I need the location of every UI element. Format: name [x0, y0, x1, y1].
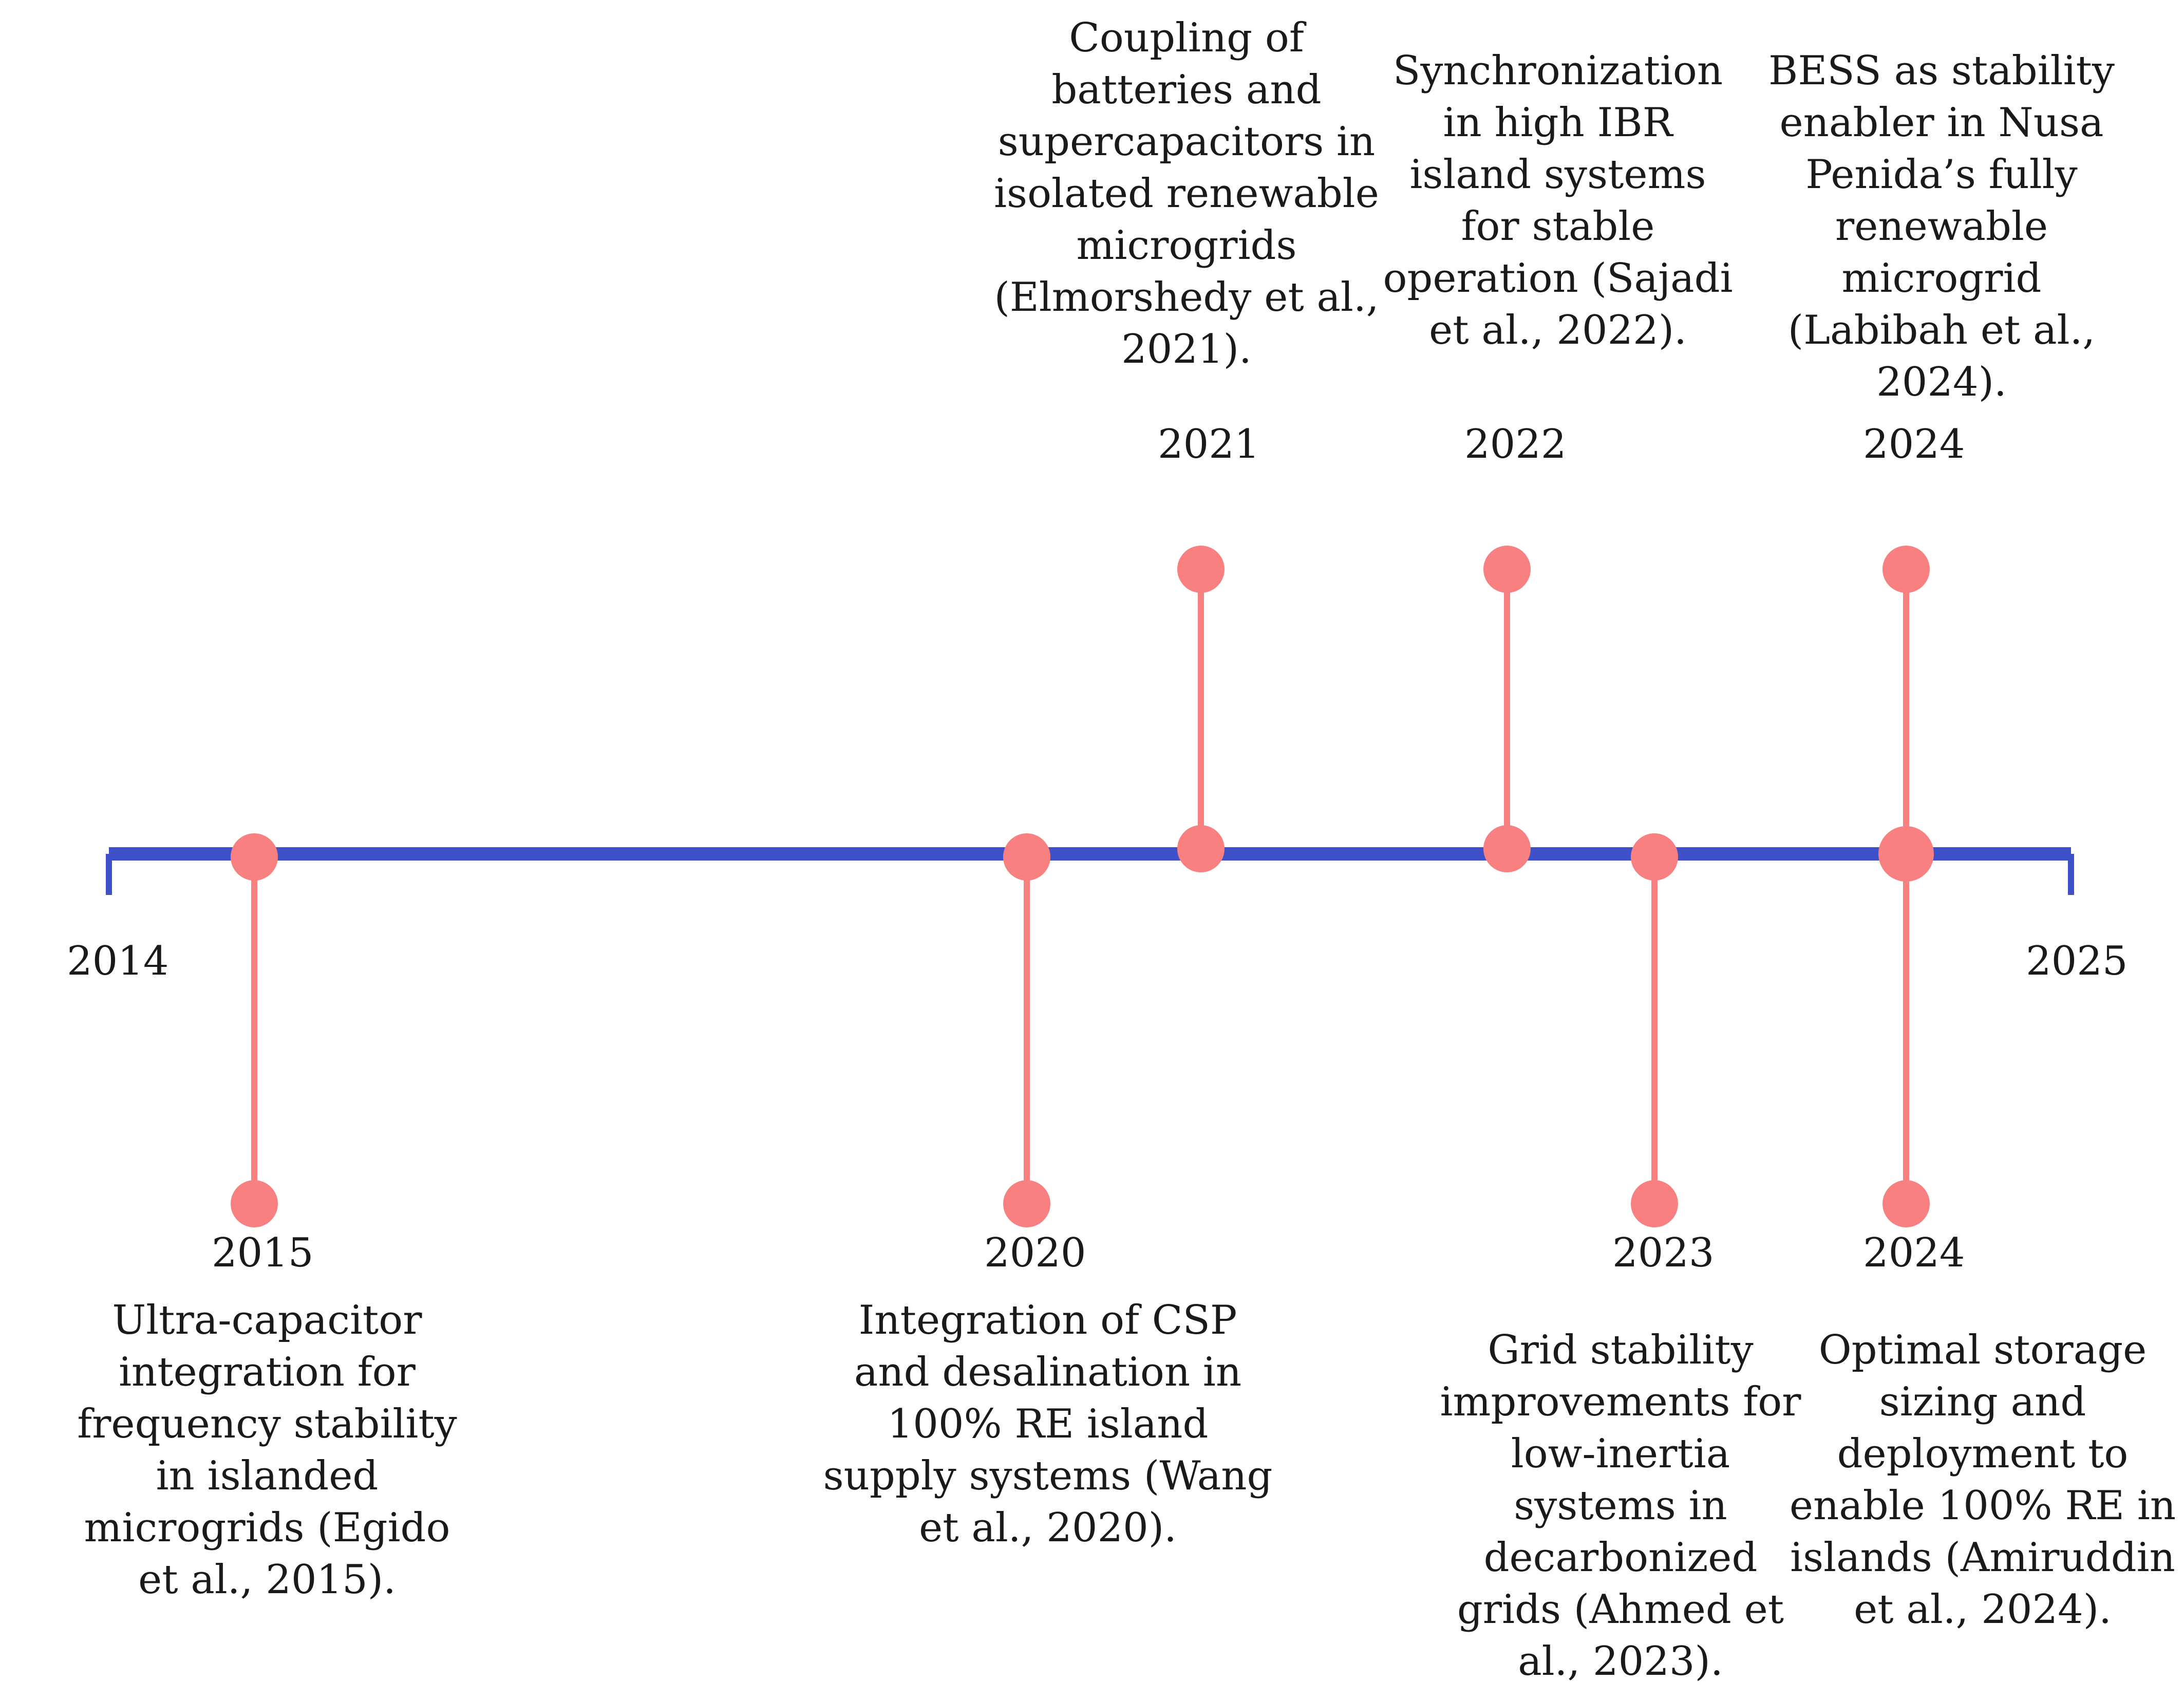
event-2024b-end-dot: [1882, 1180, 1930, 1227]
event-2021-description: Coupling of batteries and supercapacitor…: [994, 15, 1379, 372]
event-2023-year: 2023: [1612, 1230, 1715, 1276]
event-2021-axis-dot: [1177, 825, 1225, 872]
event-2024-above-description: BESS as stability enabler in Nusa Penida…: [1768, 48, 2115, 405]
event-2021-year: 2021: [1158, 421, 1260, 468]
event-2022-year: 2022: [1464, 421, 1567, 468]
event-2023-end-dot: [1631, 1180, 1678, 1227]
event-2015-year: 2015: [212, 1230, 314, 1276]
axis-end-year: 2025: [2026, 938, 2128, 984]
event-2023-description: Grid stability improvements for low-iner…: [1440, 1327, 1801, 1685]
event-2020-axis-dot: [1003, 833, 1050, 881]
event-2022-description: Synchronization in high IBR island syste…: [1383, 48, 1733, 353]
axis-start-year: 2014: [67, 938, 169, 984]
event-2021-end-dot: [1177, 546, 1225, 593]
event-2022-end-dot: [1483, 546, 1531, 593]
event-2024-above-year: 2024: [1863, 421, 1965, 468]
event-2015-description: Ultra-capacitor integration for frequenc…: [77, 1297, 457, 1603]
event-2020-description: Integration of CSP and desalination in 1…: [823, 1297, 1273, 1551]
event-2024-below-description: Optimal storage sizing and deployment to…: [1789, 1327, 2176, 1633]
event-2024a-axis-dot: [1878, 826, 1934, 882]
event-2020-year: 2020: [984, 1230, 1086, 1276]
event-2022-axis-dot: [1483, 825, 1531, 872]
event-2024a-end-dot: [1882, 546, 1930, 593]
event-2023-axis-dot: [1631, 833, 1678, 881]
event-2024-below-year: 2024: [1863, 1230, 1965, 1276]
event-2015-axis-dot: [231, 833, 278, 881]
event-2020-end-dot: [1003, 1180, 1050, 1227]
event-2015-end-dot: [231, 1180, 278, 1227]
